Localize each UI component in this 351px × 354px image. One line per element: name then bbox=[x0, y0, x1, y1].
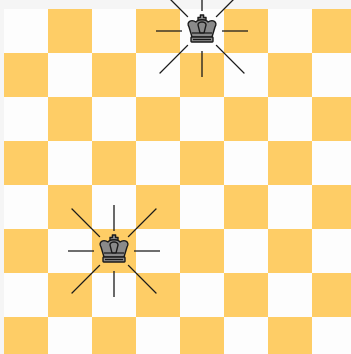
board-square-light[interactable] bbox=[312, 141, 351, 185]
board-square-dark[interactable] bbox=[48, 9, 92, 53]
board-square-light[interactable] bbox=[268, 97, 312, 141]
board-square-dark[interactable] bbox=[4, 53, 48, 97]
board-square-dark[interactable] bbox=[268, 229, 312, 273]
board-square-light[interactable] bbox=[180, 273, 224, 317]
board-square-dark[interactable] bbox=[4, 141, 48, 185]
board-square-light[interactable] bbox=[268, 185, 312, 229]
board-square-dark[interactable] bbox=[4, 317, 48, 354]
board-square-light[interactable] bbox=[48, 141, 92, 185]
board-square-light[interactable] bbox=[224, 141, 268, 185]
board-square-light[interactable] bbox=[312, 229, 351, 273]
board-square-dark[interactable] bbox=[92, 141, 136, 185]
board-square-light[interactable] bbox=[136, 317, 180, 354]
board-square-dark[interactable] bbox=[4, 229, 48, 273]
board-square-dark[interactable] bbox=[224, 273, 268, 317]
board-square-light[interactable] bbox=[268, 273, 312, 317]
board-square-light[interactable] bbox=[4, 273, 48, 317]
board-square-light[interactable] bbox=[312, 53, 351, 97]
board-square-dark[interactable] bbox=[92, 317, 136, 354]
board-square-light[interactable] bbox=[92, 9, 136, 53]
board-square-light[interactable] bbox=[48, 53, 92, 97]
board-square-light[interactable] bbox=[4, 97, 48, 141]
board-square-light[interactable] bbox=[224, 229, 268, 273]
board-square-dark[interactable] bbox=[136, 97, 180, 141]
board-square-dark[interactable] bbox=[180, 141, 224, 185]
board-square-dark[interactable] bbox=[312, 97, 351, 141]
board-square-light[interactable] bbox=[224, 317, 268, 354]
board-square-light[interactable] bbox=[4, 9, 48, 53]
board-square-dark[interactable] bbox=[180, 229, 224, 273]
board-square-light[interactable] bbox=[92, 97, 136, 141]
board-square-light[interactable] bbox=[180, 97, 224, 141]
board-square-light[interactable] bbox=[312, 317, 351, 354]
board-square-dark[interactable] bbox=[48, 97, 92, 141]
board-square-dark[interactable] bbox=[268, 141, 312, 185]
board-square-dark[interactable] bbox=[312, 9, 351, 53]
board-square-dark[interactable] bbox=[312, 273, 351, 317]
board-square-dark[interactable] bbox=[224, 185, 268, 229]
board-square-light[interactable] bbox=[136, 141, 180, 185]
board-square-light[interactable] bbox=[4, 185, 48, 229]
board-square-dark[interactable] bbox=[268, 317, 312, 354]
board-square-light[interactable] bbox=[180, 185, 224, 229]
board-square-dark[interactable] bbox=[92, 53, 136, 97]
board-square-light[interactable] bbox=[48, 317, 92, 354]
board-square-dark[interactable] bbox=[224, 97, 268, 141]
board-square-light[interactable] bbox=[268, 9, 312, 53]
board-square-dark[interactable] bbox=[268, 53, 312, 97]
board-square-dark[interactable] bbox=[312, 185, 351, 229]
board-square-dark[interactable] bbox=[180, 317, 224, 354]
